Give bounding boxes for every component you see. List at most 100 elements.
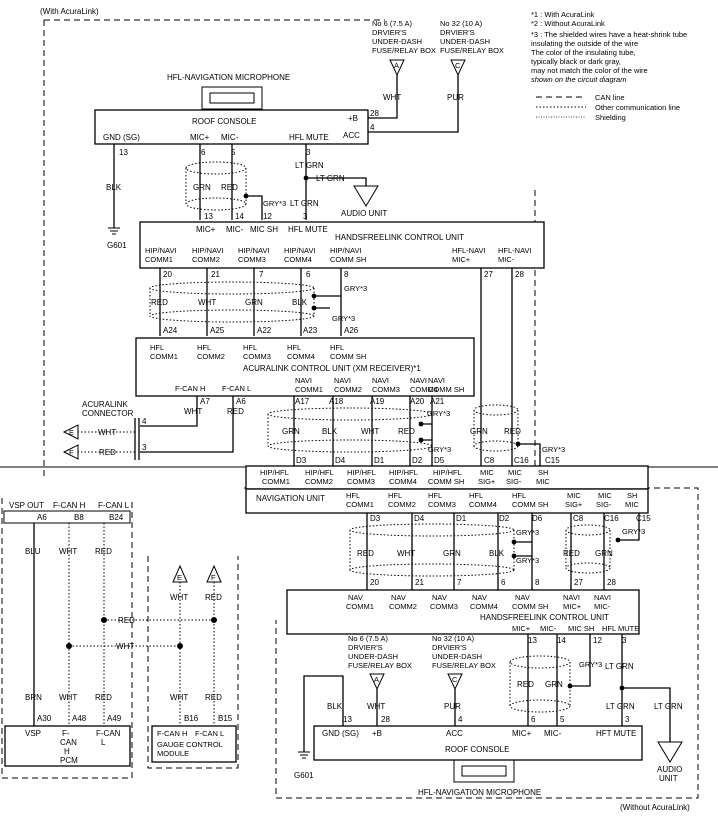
pcm-h-2: CAN [60,738,77,747]
hfl-bot-bp-12: 12 [593,636,602,645]
hfl-bot-csh-b: COMM SH [512,602,548,611]
notes: *1 : With AcuraLink *2 : Without AcuraLi… [531,10,687,84]
hfl-top-c2-b: COMM2 [192,255,220,264]
wire-gry-shield-acura [421,423,432,441]
hfl-bot-bp-14: 14 [557,636,566,645]
mic-top-body [201,86,263,110]
ground-g601-bottom-icon [298,751,310,759]
gauge-h: F-CAN H [157,729,187,738]
hfl-bot-c3-a: NAV [432,593,447,602]
fuse-c-top-line-2: DRVIER'S [440,28,475,37]
nav-unit-c2-a: HFL [388,491,402,500]
nav-unit-csh-b: COMM SH [512,500,548,509]
roof-console-bottom [313,725,643,761]
wire-label-gry-acura-1: GRY*3 [427,409,450,418]
left-red2-label: RED [95,693,112,702]
acura-n2-a: NAVI [334,376,351,385]
wire-label-wht-low: WHT [397,549,415,558]
pcm-h-1: F- [62,729,70,738]
nav-unit-c3-a: HFL [428,491,442,500]
hfl-bot-pin-8: 8 [535,578,540,587]
wire-label-red-bottom: RED [517,680,534,689]
splice-mid-2 [311,305,317,311]
left-canl-label: F-CAN L [98,501,130,510]
shield-mid-upper [149,281,315,295]
nav-strip-l2-b: COMM2 [305,477,333,486]
nav-strip-l7-a: MIC [508,468,522,477]
wire-label-ltgrn-top-1: LT GRN [295,161,324,170]
connector-f-letter: F [69,448,74,457]
note-2: *2 : Without AcuraLink [531,19,605,28]
wire-label-gry-acura-2: GRY*3 [428,445,451,454]
connector-name-b: CONNECTOR [82,409,134,418]
shield-top-sides [185,168,247,204]
wire-label-grn-top: GRN [193,183,211,192]
splice-lowmic [615,537,621,543]
hfl-top-bpin-21: 21 [211,270,220,279]
wire-label-blk-bottom: BLK [327,702,343,711]
shield-low-upper [349,523,515,537]
nav-strip-l4-b: COMM4 [389,477,417,486]
triangle-a-bottom-icon [369,673,385,691]
shield-bot-lower [509,699,571,713]
hfl-bot-pin-20: 20 [370,578,379,587]
wire-label-grn-bottom: GRN [545,680,563,689]
roof-bot-pin-4: 4 [458,715,463,724]
triangle-c-icon [450,59,466,77]
nav-unit-c1-b: COMM1 [346,500,374,509]
fuse-a-top-line-2: DRVIER'S [372,28,407,37]
roof-top-pin-6: 6 [201,148,206,157]
fuse-a-top-line-3: UNDER-DASH [372,37,422,46]
left-wht-label: WHT [59,547,77,556]
acura-c4-a: HFL [287,343,301,352]
acura-n1-b: COMM1 [295,385,323,394]
nav-strip-l2-a: HIP/HFL [305,468,334,477]
wire-gry-navimic [518,443,541,466]
gauge-wht-label: WHT [170,593,188,602]
note-3-line-5: may not match the color of the wire [531,66,648,75]
hfl-top-mp-b: MIC+ [452,255,471,264]
nav-strip-pin-d4: D4 [335,456,346,465]
hfl-control-unit-bottom [286,589,640,635]
gauge-e-letter: E [177,573,182,582]
hfl-bot-bl-mute: HFL MUTE [602,624,639,633]
hfl-bot-c3-b: COMM3 [430,602,458,611]
pcm-h-3: H [64,747,70,756]
nav-unit-pin-c8: C8 [573,514,584,523]
wire-gry-shield-low [514,541,532,557]
hfl-top-c1-a: HIP/NAVI [145,246,177,255]
acuralink-control-unit [135,337,475,397]
roof-top-pin-4: 4 [370,123,375,132]
splice-red-right [211,617,217,623]
wire-red-canl-acura [140,396,234,453]
connector-name-a: ACURALINK [82,400,128,409]
nav-unit-c4-b: COMM4 [469,500,497,509]
wire-blk-gnd-bottom [303,675,344,752]
mic-top-label: HFL-NAVIGATION MICROPHONE [167,73,290,82]
nav-unit-pin-d3: D3 [370,514,381,523]
nav-unit-pin-d2: D2 [499,514,510,523]
nav-unit-sh-b: MIC [625,500,639,509]
wire-ltgrn-audio-top [306,177,367,186]
hfl-top-micm: MIC- [226,225,244,234]
wire-label-gry-low-2: GRY*3 [516,556,539,565]
acura-pin-a26: A26 [344,326,359,335]
wire-label-wht-mid: WHT [198,298,216,307]
hfl-top-bpin-6: 6 [306,270,311,279]
shield-mid-lower [149,309,315,323]
wire-gry-shield-bottom [570,634,591,687]
audio-unit-top-label: AUDIO UNIT [341,209,387,218]
gauge-box [151,725,237,763]
acura-c1-a: HFL [150,343,164,352]
left-wht2-label: WHT [59,693,77,702]
hfl-top-pin-14: 14 [235,212,244,221]
roof-bot-pin-6: 6 [531,715,536,724]
nav-strip-pin-d5: D5 [434,456,445,465]
wire-label-pur-bottom: PUR [444,702,461,711]
left-red-mid-label: RED [118,616,135,625]
acura-pin-a20: A20 [410,397,425,406]
hfl-top-c3-a: HIP/NAVI [238,246,270,255]
acura-pin-a17: A17 [295,397,310,406]
gauge-name-1: GAUGE CONTROL [157,740,223,749]
